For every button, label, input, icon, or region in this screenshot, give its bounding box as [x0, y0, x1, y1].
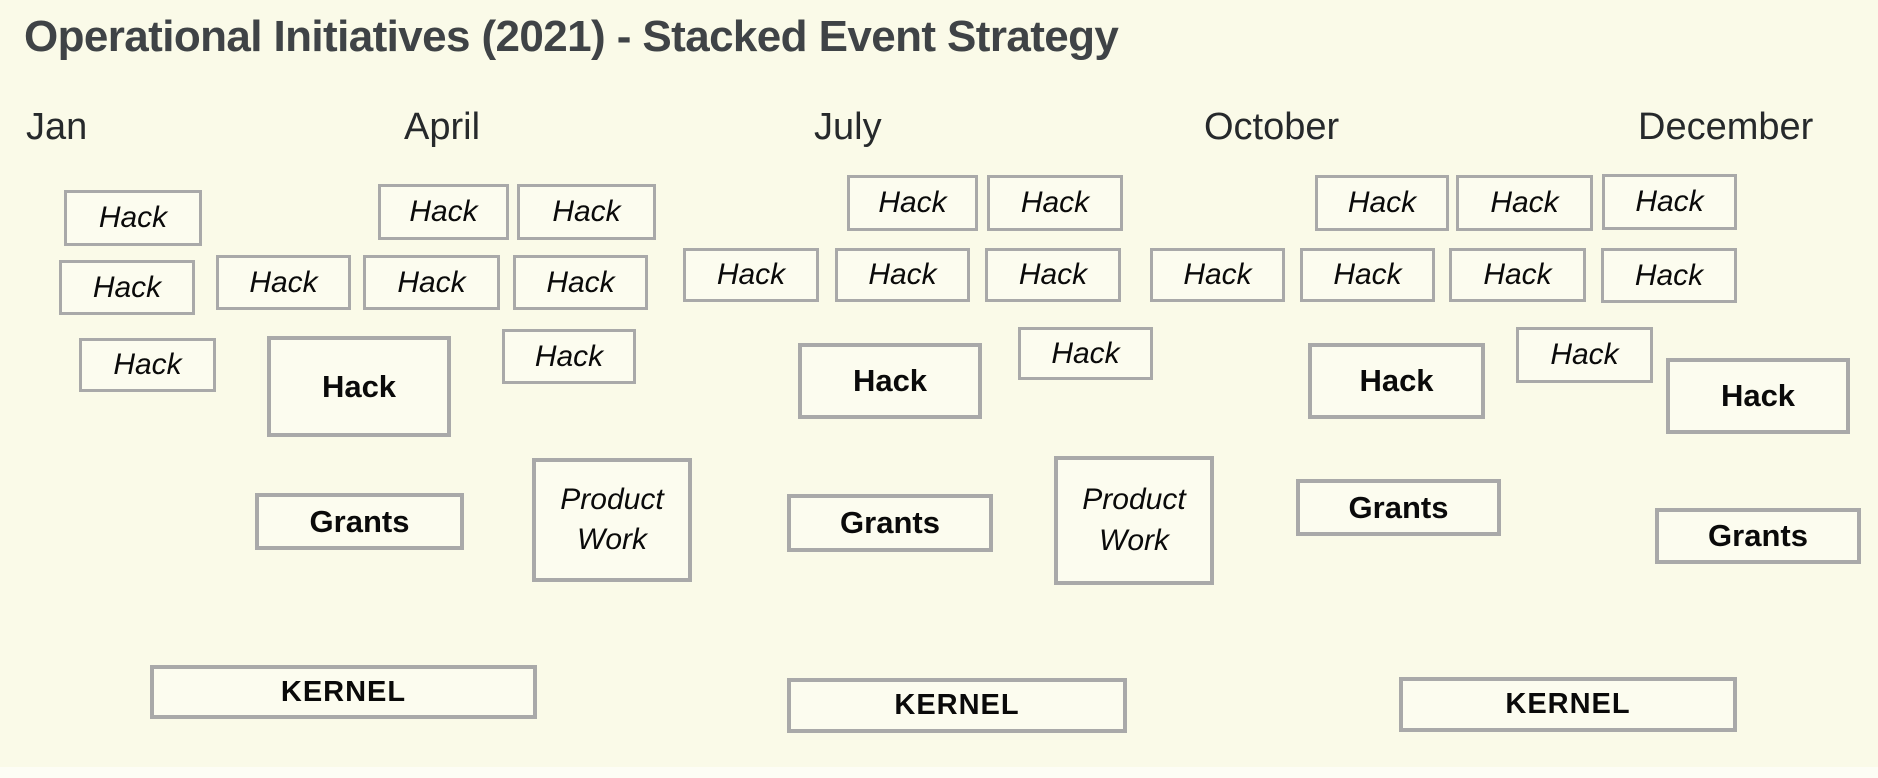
box-label: Hack	[1490, 186, 1559, 219]
hack-event-box[interactable]: Hack	[847, 175, 978, 231]
hack-event-box[interactable]: Hack	[502, 329, 636, 384]
hack-event-box[interactable]: Hack	[79, 338, 216, 392]
hack-event-box[interactable]: Hack	[1300, 248, 1435, 302]
hack-featured-box[interactable]: Hack	[267, 336, 451, 437]
box-label: Hack	[868, 258, 937, 291]
hack-featured-box[interactable]: Hack	[798, 343, 982, 419]
grants-box[interactable]: Grants	[1296, 479, 1501, 536]
hack-event-box[interactable]: Hack	[683, 248, 819, 302]
hack-event-box[interactable]: Hack	[1449, 248, 1586, 302]
box-label: Hack	[878, 186, 947, 219]
grants-box[interactable]: Grants	[1655, 508, 1861, 564]
box-label: Hack	[1020, 186, 1090, 219]
month-label-july: July	[814, 106, 882, 148]
box-label: Hack	[534, 339, 604, 373]
box-label: Hack	[1634, 258, 1704, 292]
box-label: Hack	[113, 348, 182, 381]
hack-event-box[interactable]: Hack	[985, 248, 1121, 302]
box-label: Hack	[397, 265, 466, 299]
hack-event-box[interactable]: Hack	[1315, 175, 1449, 231]
hack-featured-box[interactable]: Hack	[1666, 358, 1850, 434]
hack-event-box[interactable]: Hack	[378, 184, 509, 240]
box-label: Grants	[309, 503, 410, 539]
box-label: Hack	[1347, 186, 1417, 219]
hack-event-box[interactable]: Hack	[59, 260, 195, 315]
hack-event-box[interactable]: Hack	[517, 184, 656, 240]
product-work-box[interactable]: Product Work	[1054, 456, 1214, 585]
box-label: Hack	[852, 363, 928, 398]
box-label: Hack	[1051, 336, 1120, 370]
hack-event-box[interactable]: Hack	[987, 175, 1123, 231]
box-label: Hack	[1483, 258, 1552, 291]
box-label: Grants	[1348, 489, 1449, 525]
box-label: Hack	[1720, 378, 1796, 413]
box-label: Hack	[249, 265, 318, 299]
box-label: Grants	[1708, 518, 1808, 553]
box-label: Hack	[1550, 338, 1619, 371]
kernel-box[interactable]: KERNEL	[1399, 677, 1737, 732]
page-title: Operational Initiatives (2021) - Stacked…	[24, 12, 1119, 61]
box-label: Hack	[321, 368, 397, 404]
box-label: Product Work	[560, 482, 664, 557]
box-label: Hack	[92, 270, 162, 304]
hack-event-box[interactable]: Hack	[363, 255, 500, 310]
month-label-jan: Jan	[26, 106, 88, 148]
canvas-bottom-edge	[0, 767, 1878, 778]
box-label: Hack	[409, 195, 478, 228]
box-label: Hack	[1018, 258, 1088, 291]
box-label: Hack	[98, 201, 168, 234]
hack-event-box[interactable]: Hack	[1516, 327, 1653, 383]
box-label: Hack	[1635, 185, 1704, 218]
box-label: Hack	[1183, 258, 1252, 291]
hack-event-box[interactable]: Hack	[835, 248, 970, 302]
box-label: Hack	[1333, 258, 1402, 291]
box-label: Grants	[840, 505, 940, 540]
hack-event-box[interactable]: Hack	[1456, 175, 1593, 231]
hack-event-box[interactable]: Hack	[216, 255, 351, 310]
hack-event-box[interactable]: Hack	[1601, 248, 1737, 303]
hack-event-box[interactable]: Hack	[513, 255, 648, 310]
hack-event-box[interactable]: Hack	[1602, 174, 1737, 230]
box-label: Hack	[1359, 363, 1434, 398]
box-label: Hack	[716, 258, 786, 291]
hack-event-box[interactable]: Hack	[64, 190, 202, 246]
hack-event-box[interactable]: Hack	[1018, 327, 1153, 380]
hack-featured-box[interactable]: Hack	[1308, 343, 1485, 419]
month-label-december: December	[1638, 106, 1814, 148]
kernel-box[interactable]: KERNEL	[787, 678, 1127, 733]
box-label: Hack	[546, 265, 615, 299]
product-work-box[interactable]: Product Work	[532, 458, 692, 582]
grants-box[interactable]: Grants	[255, 493, 464, 550]
month-label-october: October	[1204, 106, 1340, 148]
kernel-box[interactable]: KERNEL	[150, 665, 537, 719]
box-label: KERNEL	[1505, 688, 1631, 720]
hack-event-box[interactable]: Hack	[1150, 248, 1285, 302]
box-label: KERNEL	[894, 689, 1020, 721]
box-label: Hack	[552, 195, 621, 228]
box-label: KERNEL	[280, 675, 407, 708]
box-label: Product Work	[1082, 483, 1186, 557]
month-label-april: April	[404, 106, 481, 148]
grants-box[interactable]: Grants	[787, 494, 993, 552]
